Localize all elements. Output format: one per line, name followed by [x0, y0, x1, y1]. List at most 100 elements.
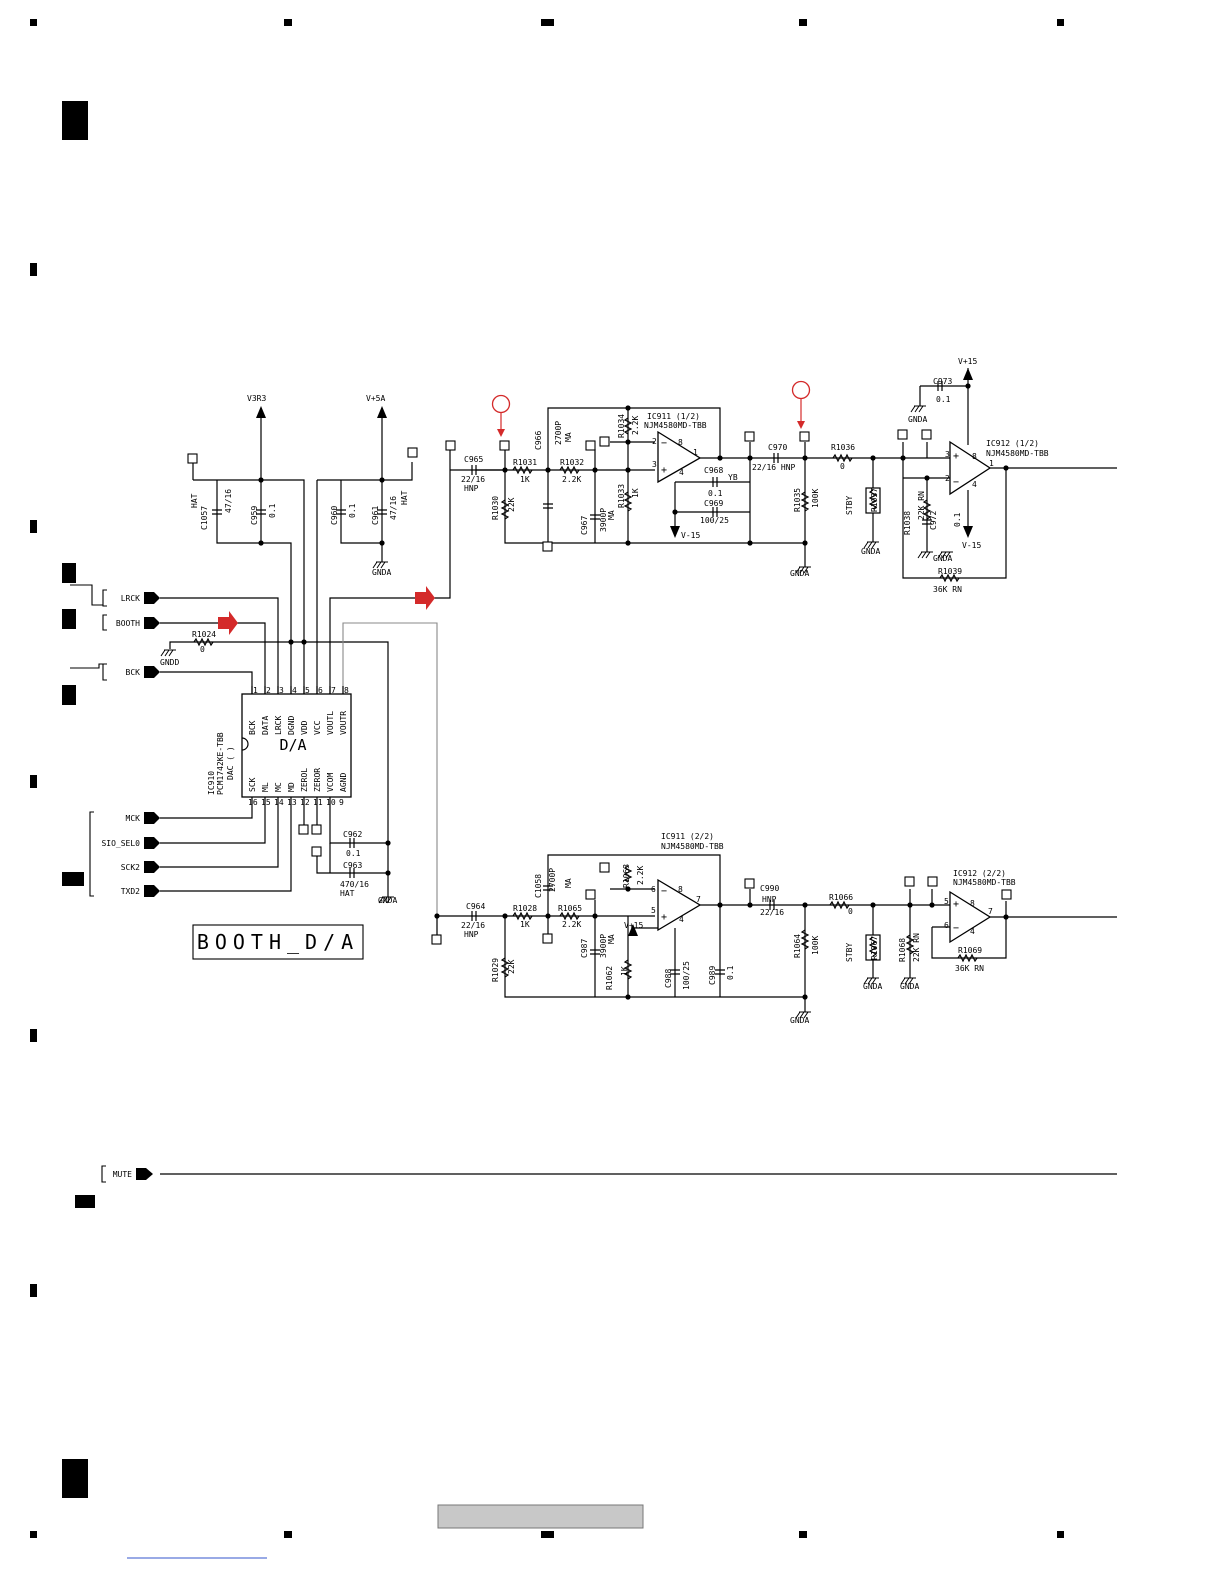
svg-text:5: 5 [944, 897, 949, 906]
gnd-gnda-3: GNDA [790, 569, 809, 578]
svg-text:36K RN: 36K RN [933, 585, 962, 594]
ic911b-ref: IC911 (2/2) [661, 832, 714, 841]
svg-text:8: 8 [678, 885, 683, 894]
svg-text:8: 8 [972, 452, 977, 461]
svg-text:6: 6 [651, 885, 656, 894]
gnd-gnda-7: GNDA [790, 1016, 809, 1025]
svg-text:1K: 1K [520, 920, 530, 929]
opamp-pin-numbers: 23 18 4 32 18 4 65 78 4 56 78 4 [651, 437, 994, 936]
port-mute[interactable]: MUTE [113, 1170, 132, 1179]
component-label: 47/16 [224, 489, 233, 513]
svg-text:4: 4 [970, 927, 975, 936]
dac-pin-name: BCK [248, 720, 257, 735]
dac-pin-name: ZEROL [300, 768, 309, 792]
component-label: R1037 [870, 488, 879, 512]
dac-pin-number: 11 [313, 798, 323, 807]
dac-pin-number: 12 [300, 798, 310, 807]
dac-pin-name: SCK [248, 777, 257, 792]
svg-text:7: 7 [988, 907, 993, 916]
dac-pin-name: AGND [339, 773, 348, 792]
gnd-gnda-8: GNDA [863, 982, 882, 991]
svg-text:2: 2 [652, 437, 657, 446]
svg-text:HNP: HNP [762, 895, 777, 904]
component-label: MA [607, 510, 616, 520]
svg-text:22/16: 22/16 [461, 921, 485, 930]
dac-pin-name: VCOM [326, 773, 335, 792]
svg-text:C964: C964 [466, 902, 485, 911]
dac-pin-number: 8 [344, 686, 349, 695]
frame-marks [30, 19, 1064, 1538]
port-sio-sel[interactable]: SIO_SEL0 [101, 839, 140, 848]
svg-text:C973: C973 [933, 377, 952, 386]
svg-text:R1036: R1036 [831, 443, 855, 452]
svg-text:−: − [953, 923, 959, 934]
rail-v3r3: V3R3 [247, 394, 266, 403]
port-txd2[interactable]: TXD2 [121, 887, 140, 896]
component-label: 0.1 [348, 503, 357, 518]
svg-text:C963: C963 [343, 861, 362, 870]
port-booth[interactable]: BOOTH [116, 619, 140, 628]
svg-text:1: 1 [989, 459, 994, 468]
component-label: C972 [929, 511, 938, 530]
svg-text:HNP: HNP [464, 484, 479, 493]
svg-text:C990: C990 [760, 884, 779, 893]
component-label: 100K [811, 489, 820, 508]
component-label: MA [564, 432, 573, 442]
ic911a-part: NJM4580MD-TBB [644, 421, 707, 430]
rail-v15n-right: V-15 [962, 541, 981, 550]
dac-pin-number: 9 [339, 798, 344, 807]
ic912b-ref: IC912 (2/2) [953, 869, 1006, 878]
svg-text:1K: 1K [520, 475, 530, 484]
dac-func: DAC ( ) [226, 746, 235, 780]
component-label: 3900P [599, 934, 608, 958]
component-label: 22K RN [917, 491, 926, 520]
dac-pin-name: DATA [261, 716, 270, 735]
port-sck2[interactable]: SCK2 [121, 863, 140, 872]
dac-pin-number: 15 [261, 798, 271, 807]
dac-pin-name: ML [261, 782, 270, 792]
component-label: R1029 [491, 958, 500, 982]
svg-text:6: 6 [944, 921, 949, 930]
svg-text:4: 4 [679, 468, 684, 477]
svg-text:R1031: R1031 [513, 458, 537, 467]
svg-text:HAT: HAT [340, 889, 355, 898]
dac-part: PCM1742KE-TBB [216, 732, 225, 795]
svg-text:R1028: R1028 [513, 904, 537, 913]
signal-arrow-booth [218, 611, 238, 635]
svg-text:7: 7 [696, 895, 701, 904]
component-label: R1062 [605, 966, 614, 990]
component-label: 1K [631, 488, 640, 498]
svg-text:2: 2 [945, 474, 950, 483]
svg-text:2.2K: 2.2K [562, 920, 581, 929]
component-label: 22K [507, 497, 516, 512]
dac-ref: IC910 [207, 771, 216, 795]
svg-text:4: 4 [679, 915, 684, 924]
dac-pin-name: DGND [287, 716, 296, 735]
svg-text:R1039: R1039 [938, 567, 962, 576]
dac-pin-name: VDD [300, 720, 309, 735]
svg-text:100/25: 100/25 [700, 516, 729, 525]
svg-text:−: − [661, 886, 667, 897]
dac-pin-number: 4 [292, 686, 297, 695]
ic911a-ref: IC911 (1/2) [647, 412, 700, 421]
component-label: 47/16 [389, 496, 398, 520]
svg-text:1: 1 [693, 448, 698, 457]
component-label: R1030 [491, 496, 500, 520]
svg-text:5: 5 [651, 906, 656, 915]
component-label: C960 [330, 506, 339, 525]
gnd-gnda-5: GNDA [908, 415, 927, 424]
port-lrck[interactable]: LRCK [121, 594, 140, 603]
port-mck[interactable]: MCK [126, 814, 141, 823]
v15p-arrow [963, 368, 973, 380]
component-label: 22K RN [912, 933, 921, 962]
gnd-gndd: GNDD [160, 658, 179, 667]
component-label: C967 [580, 516, 589, 535]
svg-text:22/16: 22/16 [461, 475, 485, 484]
port-bck[interactable]: BCK [126, 668, 141, 677]
ic911b-part: NJM4580MD-TBB [661, 842, 724, 851]
dac-pin-number: 3 [279, 686, 284, 695]
test-pads[interactable] [187, 429, 1012, 945]
svg-text:C969: C969 [704, 499, 723, 508]
